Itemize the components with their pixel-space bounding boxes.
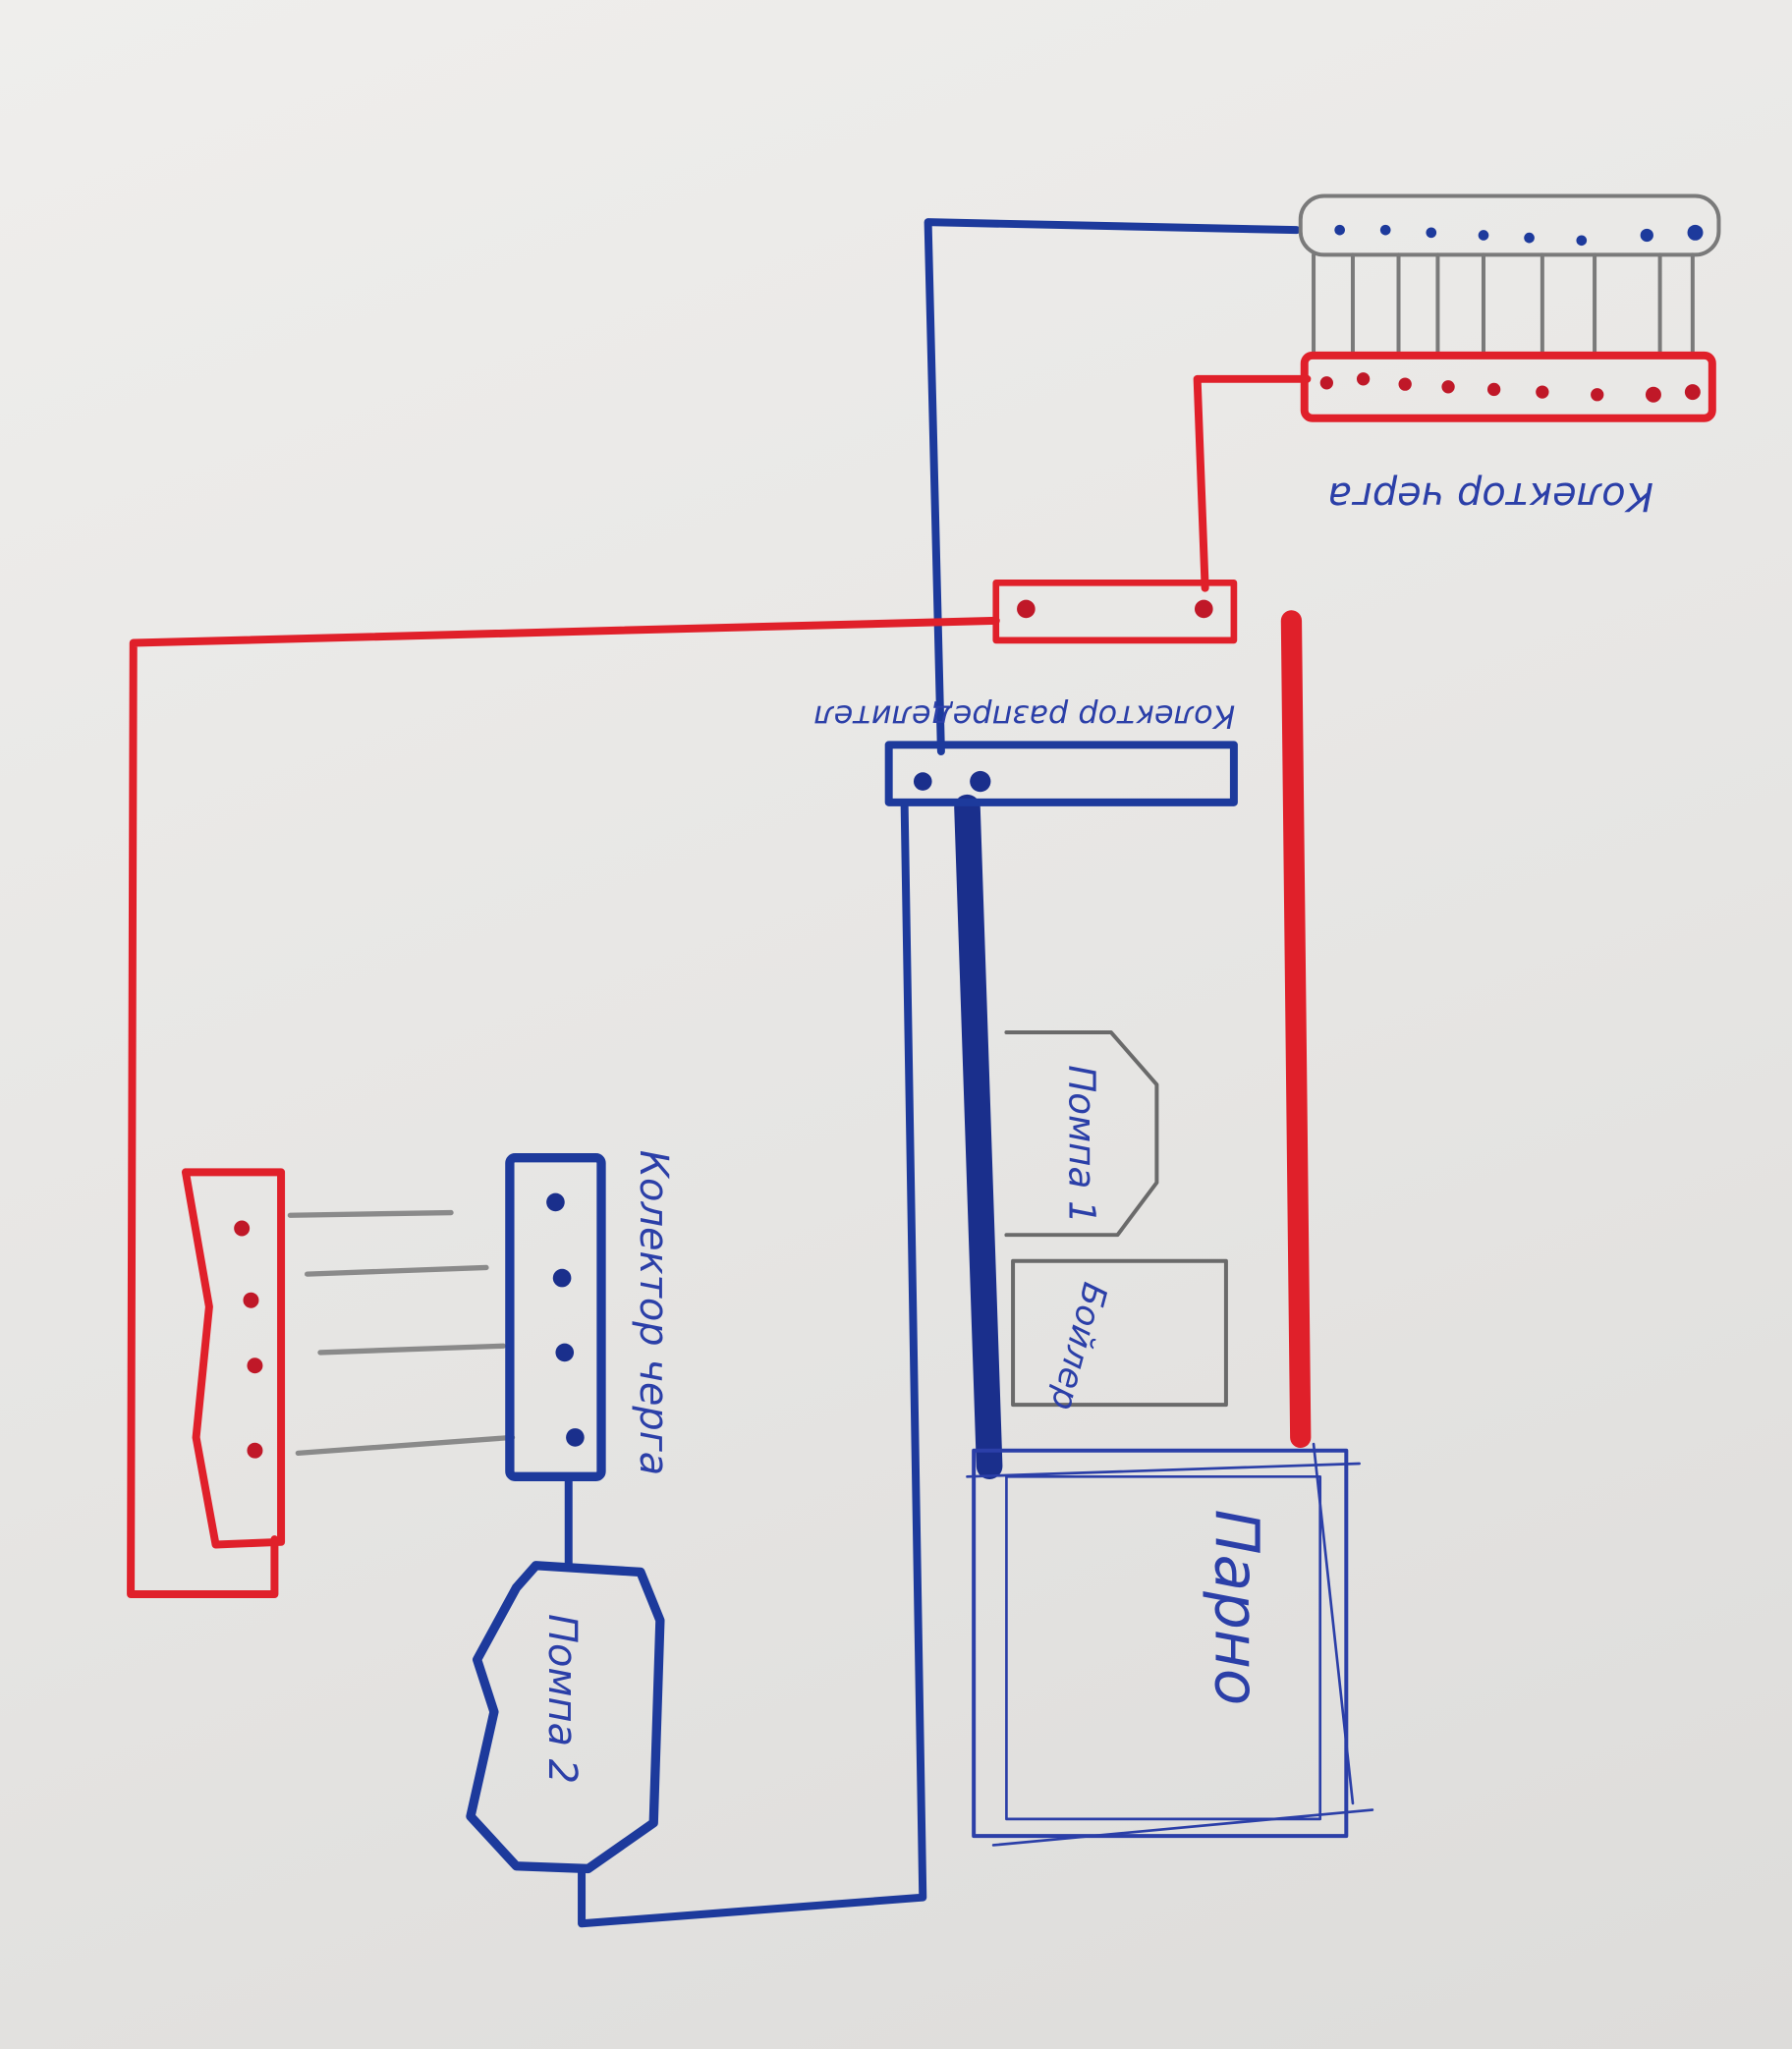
collector-floor-supply xyxy=(1300,351,1716,422)
return-pipe-pump2 xyxy=(578,801,927,1928)
label-collector-left: Колектор черга xyxy=(631,1150,676,1475)
label-pump1: Помпа 1 xyxy=(1060,1065,1103,1224)
collector-left-return xyxy=(505,1153,606,1481)
thick-return-pipe xyxy=(954,794,1003,1479)
collector-left-supply xyxy=(181,1168,286,1549)
collector-links xyxy=(1312,252,1695,356)
label-boiler: Бойлер xyxy=(1042,1278,1114,1414)
supply-pipe-left xyxy=(127,616,1000,1599)
supply-pipe-top xyxy=(1193,374,1312,592)
label-pump2: Помпа 2 xyxy=(539,1614,585,1784)
return-pipe-top xyxy=(924,218,1301,755)
thick-supply-pipe xyxy=(1280,610,1312,1449)
label-collector-floor: Колектор черга xyxy=(1327,473,1652,519)
collector-floor-return xyxy=(1298,194,1721,257)
left-collector-links xyxy=(287,1209,516,1457)
collector-distributor-supply xyxy=(992,580,1238,644)
pump1-outline xyxy=(1004,1029,1159,1238)
heater-outline xyxy=(972,1448,1349,1839)
label-collector-distributor: Колектор разпределител xyxy=(813,697,1235,735)
boiler-outline xyxy=(1011,1258,1228,1408)
pump2-outline xyxy=(466,1561,665,1874)
collector-distributor-return xyxy=(884,741,1238,806)
label-heater: Парно xyxy=(1201,1510,1270,1706)
